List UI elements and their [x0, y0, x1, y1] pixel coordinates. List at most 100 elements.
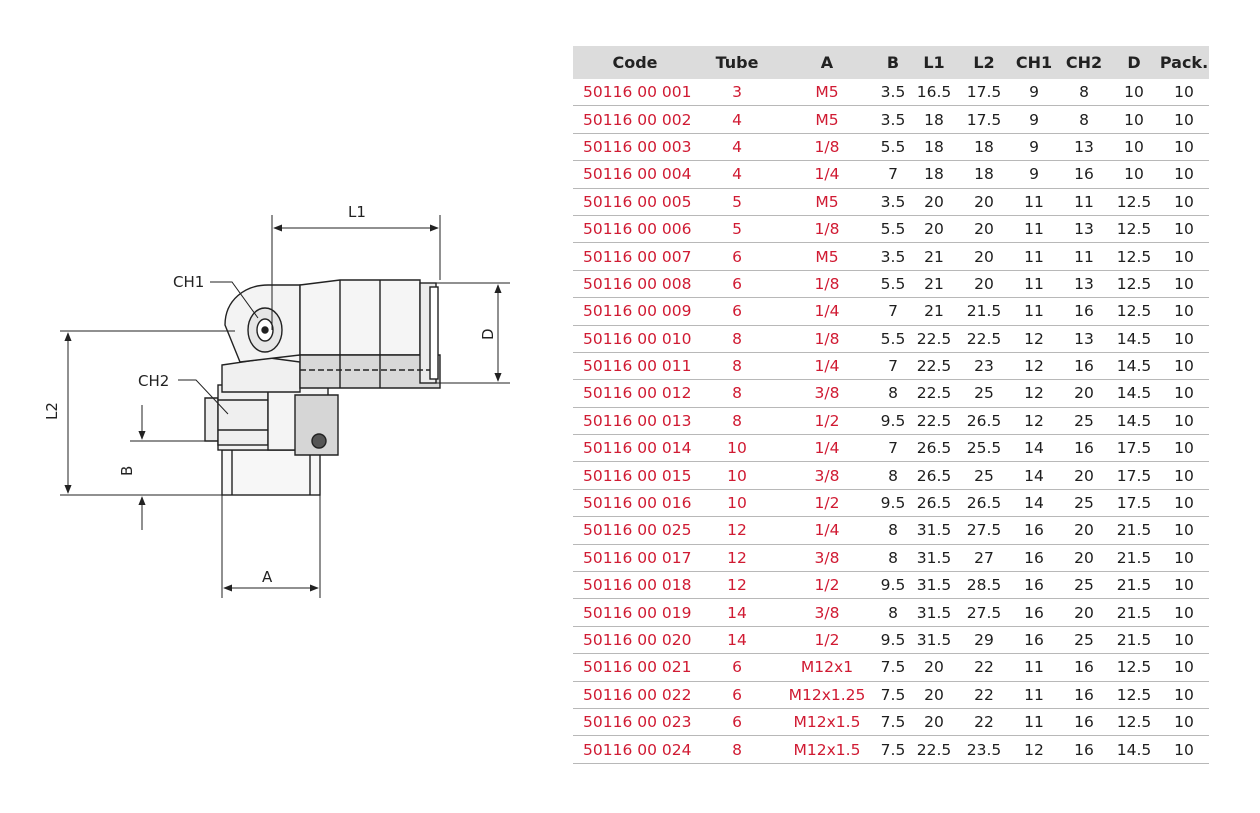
cell-b: 7: [877, 160, 909, 189]
cell-pack: 10: [1159, 598, 1209, 627]
cell-ch1: 16: [1009, 544, 1059, 573]
cell-ch2: 11: [1059, 242, 1109, 271]
cell-a: 3/8: [777, 598, 877, 627]
cell-a: 1/4: [777, 516, 877, 545]
cell-ch1: 11: [1009, 681, 1059, 709]
cell-l1: 22.5: [909, 407, 959, 436]
cell-b: 7: [877, 352, 909, 381]
cell-a: 1/2: [777, 626, 877, 655]
cell-l2: 20: [959, 270, 1009, 299]
cell-ch1: 9: [1009, 160, 1059, 189]
cell-tube: 10: [697, 434, 777, 463]
cell-l2: 27: [959, 544, 1009, 573]
cell-code: 50116 00 011: [573, 352, 697, 381]
cell-a: 3/8: [777, 544, 877, 573]
cell-pack: 10: [1159, 133, 1209, 162]
cell-ch2: 16: [1059, 735, 1109, 764]
cell-d: 14.5: [1109, 325, 1159, 353]
cell-ch1: 9: [1009, 133, 1059, 162]
cell-ch2: 16: [1059, 434, 1109, 463]
cell-ch2: 13: [1059, 133, 1109, 162]
cell-a: 1/8: [777, 270, 877, 299]
cell-pack: 10: [1159, 681, 1209, 709]
cell-l1: 31.5: [909, 544, 959, 573]
cell-pack: 10: [1159, 653, 1209, 682]
cell-b: 7.5: [877, 681, 909, 709]
column-header-b: B: [877, 46, 909, 79]
cell-l1: 21: [909, 270, 959, 299]
column-header-a: A: [777, 46, 877, 79]
cell-tube: 4: [697, 133, 777, 162]
cell-pack: 10: [1159, 352, 1209, 381]
cell-tube: 3: [697, 79, 777, 107]
cell-pack: 10: [1159, 242, 1209, 271]
cell-ch2: 20: [1059, 544, 1109, 573]
cell-l2: 22: [959, 708, 1009, 737]
cell-b: 5.5: [877, 133, 909, 162]
cell-tube: 8: [697, 407, 777, 436]
cell-a: 1/2: [777, 571, 877, 600]
cell-l1: 18: [909, 133, 959, 162]
cell-ch1: 11: [1009, 708, 1059, 737]
fitting-body: [204, 279, 441, 496]
cell-b: 3.5: [877, 105, 909, 134]
cell-pack: 10: [1159, 516, 1209, 545]
cell-ch2: 8: [1059, 79, 1109, 107]
cell-pack: 10: [1159, 571, 1209, 600]
cell-code: 50116 00 004: [573, 160, 697, 189]
cell-a: 1/2: [777, 407, 877, 436]
cell-pack: 10: [1159, 735, 1209, 764]
cell-tube: 6: [697, 708, 777, 737]
cell-l1: 22.5: [909, 352, 959, 381]
cell-pack: 10: [1159, 626, 1209, 655]
cell-l1: 31.5: [909, 598, 959, 627]
cell-tube: 14: [697, 626, 777, 655]
cell-d: 14.5: [1109, 352, 1159, 381]
cell-ch2: 13: [1059, 215, 1109, 244]
cell-tube: 10: [697, 461, 777, 490]
cell-pack: 10: [1159, 105, 1209, 134]
cell-a: M12x1.25: [777, 681, 877, 709]
cell-b: 7: [877, 297, 909, 326]
cell-tube: 6: [697, 681, 777, 709]
cell-ch1: 12: [1009, 352, 1059, 381]
cell-a: 1/2: [777, 489, 877, 518]
cell-l1: 18: [909, 105, 959, 134]
cell-ch1: 9: [1009, 79, 1059, 107]
cell-code: 50116 00 024: [573, 735, 697, 764]
cell-l2: 27.5: [959, 598, 1009, 627]
cell-tube: 5: [697, 188, 777, 216]
cell-ch2: 20: [1059, 461, 1109, 490]
label-d: D: [479, 328, 497, 340]
cell-d: 17.5: [1109, 461, 1159, 490]
cell-ch1: 16: [1009, 626, 1059, 655]
cell-d: 12.5: [1109, 215, 1159, 244]
cell-d: 21.5: [1109, 571, 1159, 600]
cell-ch1: 11: [1009, 215, 1059, 244]
cell-a: 1/4: [777, 352, 877, 381]
cell-d: 17.5: [1109, 434, 1159, 463]
cell-ch1: 16: [1009, 571, 1059, 600]
cell-l2: 22.5: [959, 325, 1009, 353]
cell-l1: 21: [909, 242, 959, 271]
cell-code: 50116 00 013: [573, 407, 697, 436]
cell-pack: 10: [1159, 407, 1209, 436]
cell-tube: 8: [697, 325, 777, 353]
cell-d: 21.5: [1109, 544, 1159, 573]
cell-ch1: 11: [1009, 270, 1059, 299]
cell-b: 8: [877, 598, 909, 627]
cell-code: 50116 00 002: [573, 105, 697, 134]
cell-tube: 10: [697, 489, 777, 518]
